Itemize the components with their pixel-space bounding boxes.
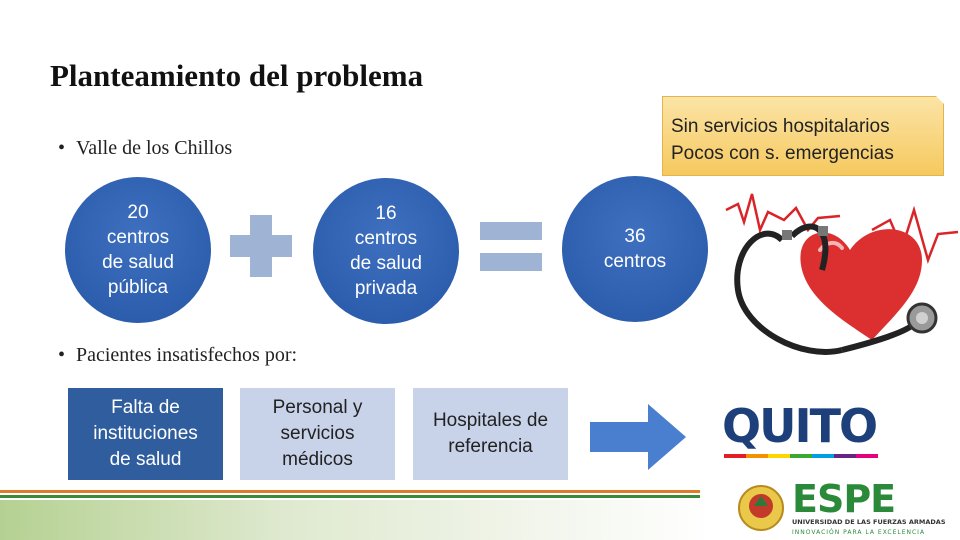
bullet-marker: • xyxy=(58,137,76,160)
box-line: instituciones xyxy=(93,421,198,447)
box-line: médicos xyxy=(273,447,363,473)
box-line: de salud xyxy=(93,447,198,473)
heart-stethoscope-image xyxy=(722,190,960,370)
quito-logo: QUITO xyxy=(718,398,886,468)
plus-icon-bar xyxy=(230,235,292,257)
footer-stripe-orange xyxy=(0,490,700,493)
circle-line: centros xyxy=(604,249,666,274)
equals-icon-bar xyxy=(480,253,542,271)
circle-line: de salud xyxy=(102,250,174,275)
box-line: referencia xyxy=(433,434,548,460)
circle-line: centros xyxy=(102,225,174,250)
espe-subtitle-1: UNIVERSIDAD DE LAS FUERZAS ARMADAS xyxy=(792,518,946,526)
circle-public-centers: 20 centros de salud pública xyxy=(65,177,211,323)
espe-logo-text: ESPE xyxy=(792,478,895,521)
cause-box-personal: Personal y servicios médicos xyxy=(240,388,395,480)
circle-line: pública xyxy=(102,275,174,300)
circle-line: 36 xyxy=(604,224,666,249)
quito-logo-text: QUITO xyxy=(722,399,876,453)
bullet-valle: •Valle de los Chillos xyxy=(58,137,232,160)
circle-line: privada xyxy=(350,276,422,301)
equals-icon xyxy=(480,222,542,240)
box-line: servicios xyxy=(273,421,363,447)
bullet-text: Pacientes insatisfechos por: xyxy=(76,344,297,366)
circle-line: centros xyxy=(350,226,422,251)
bullet-text: Valle de los Chillos xyxy=(76,137,232,159)
box-line: Hospitales de xyxy=(433,408,548,434)
espe-subtitle-2: INNOVACIÓN PARA LA EXCELENCIA xyxy=(792,529,925,536)
footer-gradient-band xyxy=(0,500,710,540)
box-line: Personal y xyxy=(273,395,363,421)
note-line-1: Sin servicios hospitalarios xyxy=(671,113,943,140)
right-arrow-icon xyxy=(590,404,686,470)
footer-stripe-green xyxy=(0,495,700,498)
box-line: Falta de xyxy=(93,395,198,421)
circle-line: 16 xyxy=(350,201,422,226)
cause-box-instituciones: Falta de instituciones de salud xyxy=(68,388,223,480)
espe-logo: ESPE UNIVERSIDAD DE LAS FUERZAS ARMADAS … xyxy=(736,478,950,540)
slide-title: Planteamiento del problema xyxy=(50,58,423,94)
circle-private-centers: 16 centros de salud privada xyxy=(313,178,459,324)
circle-line: 20 xyxy=(102,200,174,225)
callout-note: Sin servicios hospitalarios Pocos con s.… xyxy=(662,96,944,176)
bullet-marker: • xyxy=(58,344,76,367)
note-line-2: Pocos con s. emergencias xyxy=(671,140,943,167)
circle-line: de salud xyxy=(350,251,422,276)
cause-box-hospitales: Hospitales de referencia xyxy=(413,388,568,480)
circle-total-centers: 36 centros xyxy=(562,176,708,322)
bullet-pacientes: •Pacientes insatisfechos por: xyxy=(58,344,297,367)
